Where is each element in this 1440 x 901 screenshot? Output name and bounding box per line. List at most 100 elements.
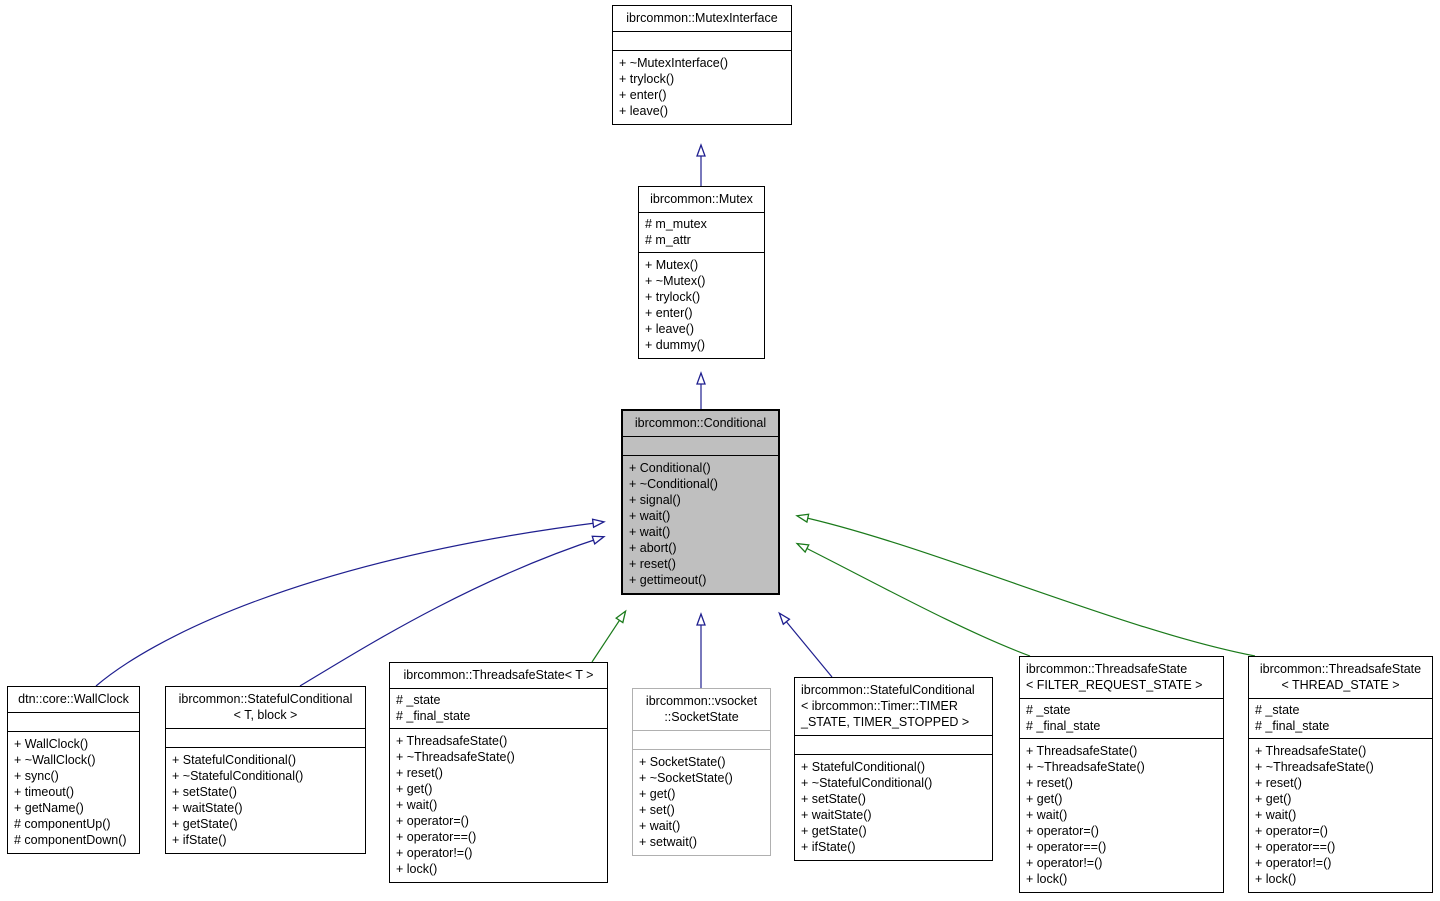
operation: # componentDown() [14, 833, 127, 847]
operation: + reset() [1026, 776, 1073, 790]
operation: + timeout() [14, 785, 75, 799]
class-node-vsocket-socketstate[interactable]: ibrcommon::vsocket ::SocketState + Socke… [632, 688, 771, 856]
class-attributes [633, 731, 770, 750]
operation: + ~Conditional() [629, 477, 718, 491]
attribute: # _final_state [1026, 719, 1101, 733]
class-node-wallclock[interactable]: dtn::core::WallClock + WallClock() + ~Wa… [7, 686, 140, 854]
class-title: ibrcommon::Conditional [623, 411, 778, 437]
class-operations: + StatefulConditional() + ~StatefulCondi… [166, 748, 365, 853]
operation: + StatefulConditional() [172, 753, 297, 767]
class-operations: + Conditional() + ~Conditional() + signa… [623, 456, 778, 593]
operation: + get() [396, 782, 433, 796]
operation: + getName() [14, 801, 84, 815]
class-node-threadsafestate-filter[interactable]: ibrcommon::ThreadsafeState < FILTER_REQU… [1019, 656, 1224, 893]
operation: + operator=() [1255, 824, 1328, 838]
operation: + ~MutexInterface() [619, 56, 729, 70]
operation: + enter() [645, 306, 693, 320]
operation: + ~Mutex() [645, 274, 706, 288]
operation: + waitState() [801, 808, 872, 822]
class-node-mutex[interactable]: ibrcommon::Mutex # m_mutex # m_attr + Mu… [638, 186, 765, 359]
class-node-threadsafestate-t[interactable]: ibrcommon::ThreadsafeState< T > # _state… [389, 662, 608, 883]
class-operations: + SocketState() + ~SocketState() + get()… [633, 750, 770, 855]
class-attributes [8, 713, 139, 732]
class-node-statefulconditional-timer[interactable]: ibrcommon::StatefulConditional < ibrcomm… [794, 677, 993, 861]
class-node-mutexinterface[interactable]: ibrcommon::MutexInterface + ~MutexInterf… [612, 5, 792, 125]
operation: + SocketState() [639, 755, 726, 769]
operation: + lock() [1026, 872, 1068, 886]
operation: + trylock() [645, 290, 701, 304]
operation: + reset() [396, 766, 443, 780]
attribute: # _final_state [1255, 719, 1330, 733]
class-attributes: # m_mutex # m_attr [639, 213, 764, 253]
edge-threadsafestate-filter-to-conditional [795, 542, 1031, 657]
empty-attributes [629, 440, 772, 451]
class-node-threadsafestate-thread[interactable]: ibrcommon::ThreadsafeState < THREAD_STAT… [1248, 656, 1433, 893]
attribute: # _state [1026, 703, 1071, 717]
empty-attributes [801, 739, 986, 750]
operation: + wait() [639, 819, 681, 833]
operation: + operator=() [396, 814, 469, 828]
operation: + Conditional() [629, 461, 711, 475]
empty-attributes [172, 732, 359, 743]
class-title: ibrcommon::StatefulConditional < ibrcomm… [795, 678, 992, 736]
class-operations: + StatefulConditional() + ~StatefulCondi… [795, 755, 992, 860]
class-node-statefulconditional-t-block[interactable]: ibrcommon::StatefulConditional < T, bloc… [165, 686, 366, 854]
operation: + lock() [396, 862, 438, 876]
class-title: ibrcommon::MutexInterface [613, 6, 791, 32]
empty-attributes [14, 716, 133, 727]
operation: + wait() [1255, 808, 1297, 822]
class-title: dtn::core::WallClock [8, 687, 139, 713]
attribute: # _final_state [396, 709, 471, 723]
operation: + wait() [629, 525, 671, 539]
class-attributes [795, 736, 992, 755]
operation: + StatefulConditional() [801, 760, 926, 774]
operation: + reset() [629, 557, 676, 571]
class-attributes [613, 32, 791, 51]
class-attributes [166, 729, 365, 748]
operation: + ~ThreadsafeState() [1255, 760, 1374, 774]
operation: + ~WallClock() [14, 753, 96, 767]
operation: + Mutex() [645, 258, 699, 272]
empty-attributes [639, 734, 764, 745]
operation: + ifState() [801, 840, 856, 854]
empty-attributes [619, 35, 785, 46]
operation: + ~SocketState() [639, 771, 733, 785]
class-title: ibrcommon::Mutex [639, 187, 764, 213]
operation: + ThreadsafeState() [396, 734, 508, 748]
operation: + trylock() [619, 72, 675, 86]
class-operations: + ThreadsafeState() + ~ThreadsafeState()… [390, 729, 607, 882]
operation: + ~ThreadsafeState() [1026, 760, 1145, 774]
operation: + ~StatefulConditional() [172, 769, 304, 783]
operation: + wait() [629, 509, 671, 523]
class-attributes: # _state # _final_state [1249, 699, 1432, 739]
operation: + leave() [619, 104, 668, 118]
operation: + ThreadsafeState() [1026, 744, 1138, 758]
operation: + enter() [619, 88, 667, 102]
operation: + operator==() [1026, 840, 1107, 854]
class-operations: + WallClock() + ~WallClock() + sync() + … [8, 732, 139, 853]
operation: + abort() [629, 541, 677, 555]
operation: + sync() [14, 769, 59, 783]
operation: + signal() [629, 493, 681, 507]
class-operations: + ThreadsafeState() + ~ThreadsafeState()… [1020, 739, 1223, 892]
attribute: # m_attr [645, 233, 691, 247]
class-operations: + ~MutexInterface() + trylock() + enter(… [613, 51, 791, 124]
operation: + ThreadsafeState() [1255, 744, 1367, 758]
operation: + ~StatefulConditional() [801, 776, 933, 790]
operation: + reset() [1255, 776, 1302, 790]
operation: + operator==() [396, 830, 477, 844]
edge-threadsafestate-thread-to-conditional [795, 513, 1256, 657]
attribute: # _state [396, 693, 441, 707]
class-node-conditional[interactable]: ibrcommon::Conditional + Conditional() +… [622, 410, 779, 594]
operation: + wait() [1026, 808, 1068, 822]
class-operations: + ThreadsafeState() + ~ThreadsafeState()… [1249, 739, 1432, 892]
operation: + operator==() [1255, 840, 1336, 854]
operation: + operator=() [1026, 824, 1099, 838]
operation: + setwait() [639, 835, 698, 849]
operation: + operator!=() [396, 846, 473, 860]
operation: + getState() [172, 817, 238, 831]
operation: + ifState() [172, 833, 227, 847]
class-title: ibrcommon::ThreadsafeState < THREAD_STAT… [1249, 657, 1432, 699]
class-attributes: # _state # _final_state [1020, 699, 1223, 739]
